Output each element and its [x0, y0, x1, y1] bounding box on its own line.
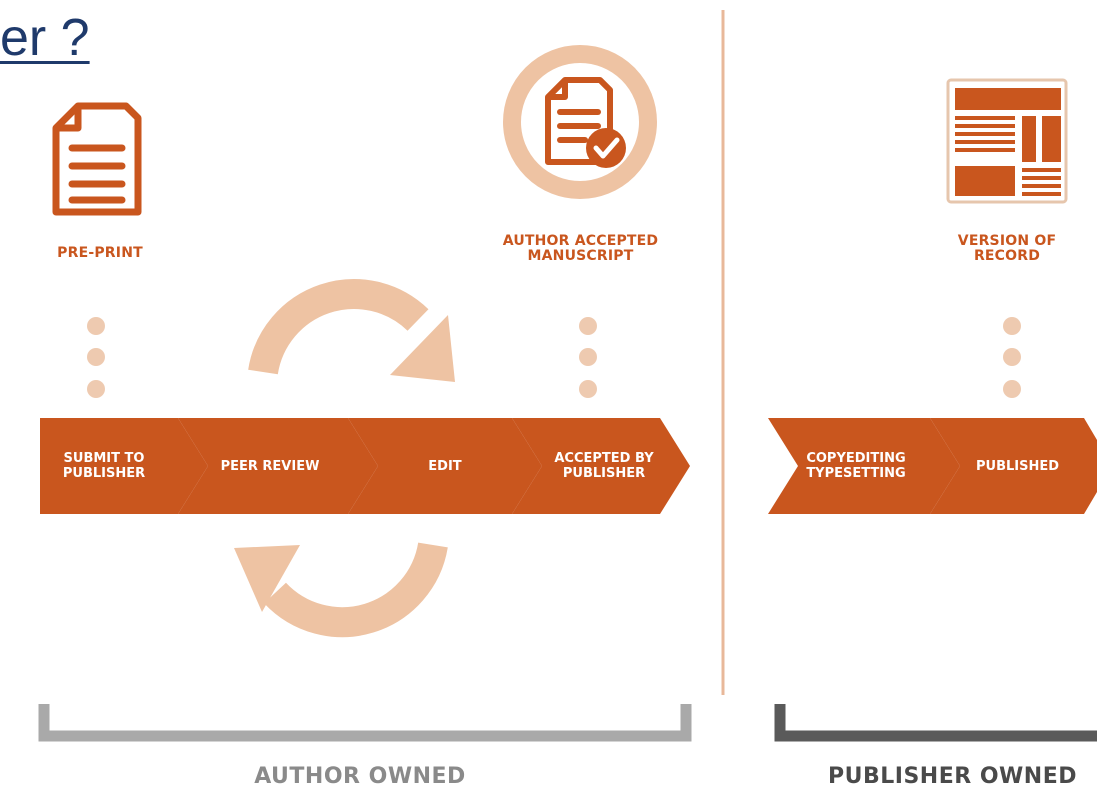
- stage-label-vor: VERSION OF RECORD: [957, 233, 1057, 264]
- chevron-step-submit: [40, 418, 208, 514]
- connector-dot: [1003, 380, 1021, 398]
- chevron-step-accepted: [512, 418, 690, 514]
- connector-dot: [87, 317, 105, 335]
- step-label-submit: SUBMIT TO PUBLISHER: [62, 451, 146, 481]
- stage-label-preprint: PRE-PRINT: [57, 245, 143, 261]
- step-label-edit: EDIT: [428, 458, 462, 474]
- document-icon: [52, 102, 142, 216]
- newspaper-icon: [946, 78, 1068, 204]
- author-bracket: [38, 704, 692, 742]
- stage-label-aam: AUTHOR ACCEPTED MANUSCRIPT: [502, 233, 659, 264]
- publisher-bracket: [774, 704, 1097, 742]
- connector-dot: [579, 380, 597, 398]
- chevron-step-peer-review: [178, 418, 378, 514]
- author-owned-label: AUTHOR OWNED: [254, 764, 466, 789]
- step-label-peer-review: PEER REVIEW: [220, 458, 320, 474]
- step-label-accepted: ACCEPTED BY PUBLISHER: [554, 451, 654, 481]
- cycle-arrow-bottom-icon: [234, 542, 448, 638]
- connector-dot: [87, 348, 105, 366]
- chevron-step-published: [930, 418, 1097, 514]
- connector-dot: [87, 380, 105, 398]
- connector-dot: [1003, 348, 1021, 366]
- accepted-document-icon: [503, 45, 657, 199]
- step-label-published: PUBLISHED: [975, 458, 1060, 474]
- connector-dot: [579, 348, 597, 366]
- connector-dot: [1003, 317, 1021, 335]
- step-label-copyediting: COPYEDITING TYPESETTING: [806, 451, 906, 481]
- chevron-step-edit: [348, 418, 542, 514]
- chevron-step-copyediting: [768, 418, 960, 514]
- connector-dot: [579, 317, 597, 335]
- cycle-arrow-top-icon: [248, 279, 455, 382]
- publisher-owned-label: PUBLISHER OWNED: [827, 764, 1078, 789]
- slide-title: er ?: [0, 9, 90, 67]
